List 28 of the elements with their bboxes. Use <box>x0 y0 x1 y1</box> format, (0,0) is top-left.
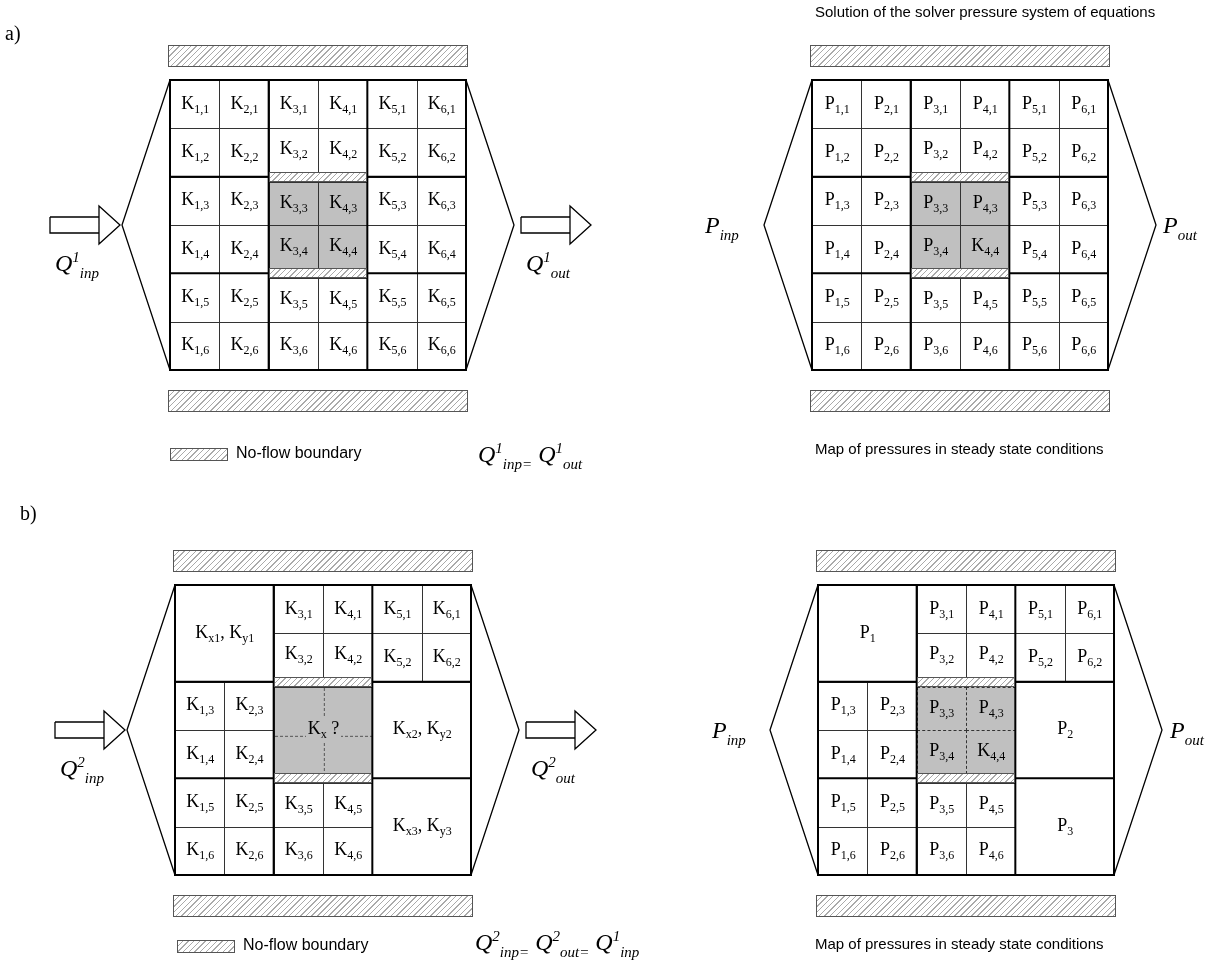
grid-cell: P$_{3,4}$ <box>910 225 961 270</box>
math-label: P$_{out}$ <box>1163 212 1197 244</box>
grid-cell: K$_{x}$ ? <box>273 686 374 775</box>
grid-cell: K$_{4,4}$ <box>966 730 1017 775</box>
text-label: a) <box>5 22 21 45</box>
legend-label: No-flow boundary <box>243 936 369 954</box>
math-label: P$_{inp}$ <box>712 717 746 749</box>
text-label: b) <box>20 502 37 525</box>
legend-label: No-flow boundary <box>236 444 362 462</box>
math-label: P$_{out}$ <box>1170 717 1204 749</box>
block-arrow <box>525 710 597 750</box>
block-arrow <box>520 205 592 245</box>
grid-cell: K$_{3,3}$ <box>268 181 319 226</box>
grid-cell: P$_{3,4}$ <box>916 730 967 775</box>
math-label: P$_{inp}$ <box>705 212 739 244</box>
text-label: Solution of the solver pressure system of equations <box>815 3 1156 20</box>
block-arrow <box>54 710 126 750</box>
text-label: Map of pressures in steady state conditions <box>815 935 1104 952</box>
grid-cell: K$_{4,4}$ <box>960 225 1011 270</box>
block-arrow <box>49 205 121 245</box>
grid-cell: K$_{4,3}$ <box>318 181 369 226</box>
grid-cell: P$_{4,3}$ <box>966 686 1017 731</box>
grid-cell: K$_{3,4}$ <box>268 225 319 270</box>
grid-cell: P$_{3,3}$ <box>910 181 961 226</box>
grid-cell: P$_{4,3}$ <box>960 181 1011 226</box>
grid-cell: K$_{4,4}$ <box>318 225 369 270</box>
grid-cell: P$_{3,3}$ <box>916 686 967 731</box>
text-label: Map of pressures in steady state conditions <box>815 440 1104 457</box>
